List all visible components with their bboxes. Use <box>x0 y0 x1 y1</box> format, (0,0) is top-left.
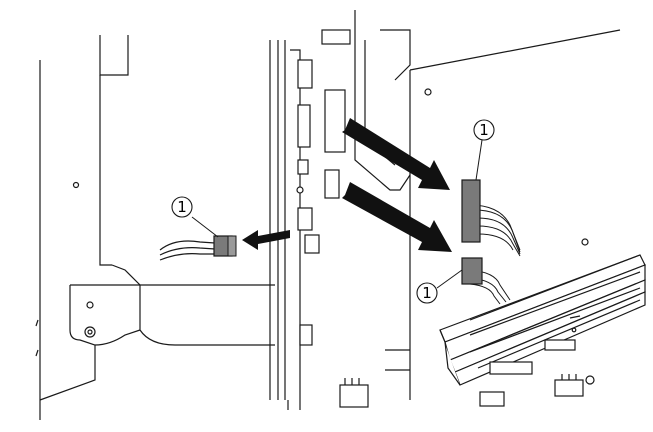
bottom-components <box>339 374 584 408</box>
lower-removal-arrow <box>342 182 452 252</box>
mid-plate <box>269 40 301 410</box>
slot-rails <box>439 254 646 386</box>
lower-ribbon-connector <box>461 257 511 305</box>
callout-label: 1 <box>177 198 187 216</box>
callout-leaders <box>191 139 483 289</box>
callout-1-lower-right: 1 <box>416 282 438 304</box>
mid-plate-components <box>296 29 351 346</box>
upper-ribbon-connector <box>461 179 521 257</box>
left-chassis-panel <box>35 35 275 420</box>
callout-1-left: 1 <box>171 196 193 218</box>
upper-removal-arrow <box>342 118 450 190</box>
left-cable-connector <box>159 235 237 261</box>
callout-label: 1 <box>422 284 432 302</box>
callout-1-upper-right: 1 <box>473 119 495 141</box>
left-removal-arrow <box>242 230 290 250</box>
callout-label: 1 <box>479 121 489 139</box>
